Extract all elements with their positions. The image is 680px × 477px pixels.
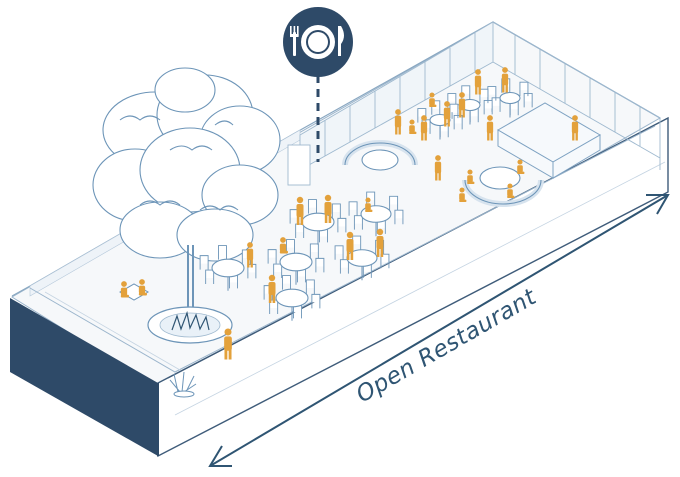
- round-table: [263, 275, 321, 321]
- chair: [337, 217, 347, 233]
- left-end-wall: [10, 298, 158, 456]
- building-shell: [10, 21, 669, 458]
- person-figure: [296, 196, 304, 225]
- chair: [519, 81, 529, 97]
- person-figure: [279, 237, 288, 254]
- chair: [247, 263, 257, 279]
- chair: [311, 293, 321, 309]
- entry-door: [287, 144, 311, 186]
- chair: [334, 245, 344, 260]
- person-figure: [429, 92, 437, 107]
- person-figure: [224, 328, 232, 360]
- chair: [267, 249, 277, 264]
- chair: [479, 88, 489, 104]
- person-figure: [138, 279, 147, 296]
- person-figure: [486, 115, 494, 141]
- chair: [199, 255, 209, 270]
- person-figure: [459, 187, 467, 202]
- person-figure: [467, 169, 475, 184]
- round-table: [199, 245, 257, 291]
- chair: [366, 191, 376, 207]
- dining-tables: [118, 78, 533, 321]
- chair: [309, 243, 319, 258]
- person-figure: [394, 109, 402, 135]
- person-figure: [443, 101, 451, 127]
- chair: [295, 223, 305, 239]
- round-table: [334, 235, 390, 281]
- round-table: [487, 78, 533, 118]
- chair: [315, 257, 325, 273]
- person-figure: [324, 194, 332, 223]
- person-figure: [120, 281, 129, 298]
- chair: [282, 275, 291, 290]
- person-figure: [501, 67, 509, 93]
- round-table: [267, 239, 325, 285]
- person-figure: [507, 183, 515, 198]
- chair: [389, 195, 399, 211]
- diners: [120, 67, 579, 360]
- person-figure: [420, 115, 428, 141]
- chair: [205, 269, 215, 285]
- dimension-arrow: [208, 194, 670, 467]
- person-figure: [409, 119, 417, 134]
- chair: [308, 199, 317, 214]
- person-figure: [434, 155, 442, 181]
- chair: [331, 203, 341, 218]
- person-figure: [571, 115, 579, 141]
- chair: [394, 209, 404, 225]
- person-figure: [268, 274, 276, 303]
- plate-fork-knife-icon: [290, 25, 344, 59]
- tree-planter: [147, 306, 233, 344]
- restaurant-pin: [283, 7, 353, 162]
- chair: [376, 219, 386, 234]
- chair: [218, 245, 227, 260]
- service-counter: [497, 102, 601, 179]
- chair: [273, 263, 283, 279]
- person-figure: [376, 228, 384, 257]
- round-table: [348, 191, 404, 237]
- chair: [305, 279, 315, 294]
- chair: [380, 253, 390, 269]
- person-figure: [474, 69, 482, 95]
- person-figure: [517, 159, 525, 174]
- person-figure: [246, 242, 254, 268]
- booth-left: [342, 140, 418, 171]
- person-figure: [365, 197, 373, 212]
- chair: [362, 263, 372, 278]
- chair: [353, 215, 363, 230]
- corner-plant: [169, 371, 197, 398]
- person-figure: [346, 231, 354, 260]
- tree-illustration: [92, 67, 281, 318]
- person-figure: [458, 92, 466, 118]
- chair: [348, 201, 358, 216]
- chair: [339, 259, 349, 274]
